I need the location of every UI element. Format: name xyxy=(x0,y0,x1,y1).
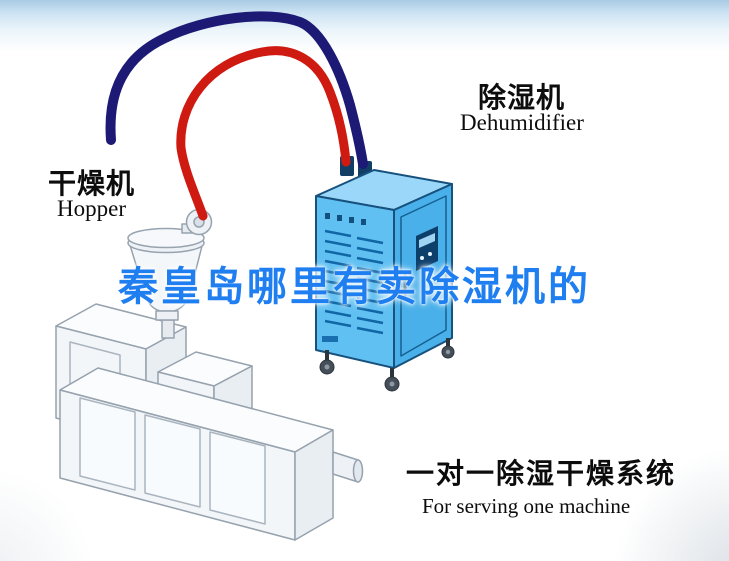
dehumidifier-door xyxy=(400,195,447,357)
caption-subtitle: For serving one machine xyxy=(422,494,631,518)
dehumidifier-unit xyxy=(315,156,455,392)
dry-air-hose xyxy=(176,46,351,221)
hopper-lower-neck xyxy=(161,319,175,339)
dehumidifier-label-en: Dehumidifier xyxy=(460,110,584,135)
control-panel-button-2 xyxy=(428,252,432,256)
hopper-label-en: Hopper xyxy=(57,196,126,221)
extruder-front-panels xyxy=(79,397,266,525)
vent-slats-left xyxy=(324,229,352,328)
hopper-dryer xyxy=(127,208,213,339)
caption-title: 一对一除湿干燥系统 xyxy=(406,458,677,489)
extruder-machine xyxy=(55,303,364,541)
hopper-flange xyxy=(155,310,179,321)
extruder-base-end xyxy=(294,429,334,541)
hopper-label-zh: 干燥机 xyxy=(48,168,136,199)
watermark-text: 秦皇岛哪里有卖除湿机的 xyxy=(118,265,591,309)
control-panel-display xyxy=(419,233,435,248)
dehumidifier-label-zh: 除湿机 xyxy=(478,82,566,113)
control-panel-button-1 xyxy=(420,256,424,260)
extruder-die-cap xyxy=(352,459,364,483)
vent-slats-right xyxy=(356,236,384,335)
dehumidifier-front-holes xyxy=(325,213,366,225)
dehumidifier-badge xyxy=(322,336,338,342)
return-air-hose xyxy=(105,11,368,169)
caster-wheels xyxy=(319,338,455,392)
